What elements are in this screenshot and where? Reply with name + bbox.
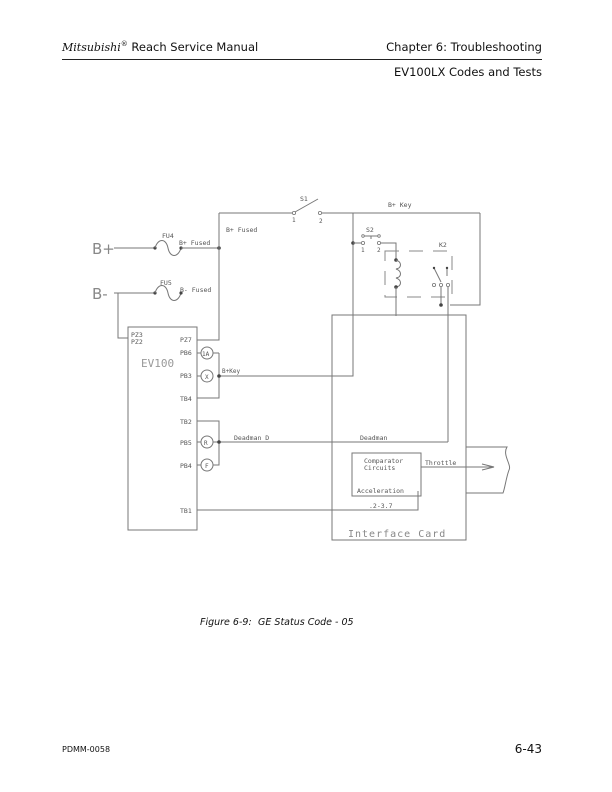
fu4-label: FU4 xyxy=(162,232,174,240)
figure-number: Figure 6-9: xyxy=(200,617,252,628)
brand-name: Mitsubishi xyxy=(62,41,121,54)
pz2-label: PZ2 xyxy=(131,338,143,346)
interface-card-label: Interface Card xyxy=(348,529,446,540)
acceleration-label: Acceleration xyxy=(357,487,404,495)
pb5-label: PB5 xyxy=(180,439,192,447)
s1-pin-2: 2 xyxy=(319,218,323,225)
coil-group-2 xyxy=(197,420,448,472)
pz7-label: PZ7 xyxy=(180,336,192,344)
pb6-label: PB6 xyxy=(180,349,192,357)
b-plus-label: B+ xyxy=(92,240,115,258)
page-number: 6-43 xyxy=(514,742,542,756)
s1-label: S1 xyxy=(300,195,308,203)
pz3-label: PZ3 xyxy=(131,331,143,339)
ev100-controller xyxy=(127,326,198,531)
s2-pin-1: 1 xyxy=(361,247,365,254)
b-plus-fused-label-1: B+ Fused xyxy=(179,239,210,247)
b-plus-key-label: B+ Key xyxy=(388,201,412,209)
interface-card xyxy=(331,314,467,541)
ev100-label: EV100 xyxy=(141,357,174,370)
b-plus-key-feed xyxy=(219,213,354,377)
header-manual-title: Mitsubishi® Reach Service Manual xyxy=(62,40,258,54)
coil-x-label: X xyxy=(205,374,209,381)
b-minus-wire xyxy=(117,293,128,339)
k2-label: K2 xyxy=(439,241,447,249)
registered-mark: ® xyxy=(120,40,128,49)
fu5-fuse xyxy=(114,285,183,301)
b-minus-label: B- xyxy=(92,285,108,303)
s1-key-switch xyxy=(219,198,480,215)
comparator-label-1: Comparator xyxy=(364,457,403,465)
chapter-title: Chapter 6: Troubleshooting xyxy=(386,40,542,54)
coil-group-1 xyxy=(197,346,221,399)
b-plus-fused-label-2: B+ Fused xyxy=(226,226,257,234)
coil-f-label: F xyxy=(205,463,209,470)
throttle-label: Throttle xyxy=(425,459,456,467)
pb3-label: PB3 xyxy=(180,372,192,380)
coil-1a-label: 1A xyxy=(202,351,210,358)
header-divider xyxy=(62,59,542,60)
tb1-label: TB1 xyxy=(180,507,192,515)
b-key-wire-label: B+Key xyxy=(222,368,240,375)
s2-switch xyxy=(353,234,397,260)
tb4-label: TB4 xyxy=(180,395,192,403)
document-id: PDMM-0058 xyxy=(62,745,111,754)
fu5-label: FU5 xyxy=(160,279,172,287)
deadman-label: Deadman xyxy=(360,434,387,442)
s1-pin-1: 1 xyxy=(292,217,296,224)
throttle-connector xyxy=(466,446,511,494)
s2-label: S2 xyxy=(366,226,374,234)
comparator-circuits xyxy=(351,452,422,497)
comparator-label-2: Circuits xyxy=(364,464,395,472)
s2-pin-2: 2 xyxy=(377,247,381,254)
k2-relay xyxy=(384,250,453,442)
pb4-label: PB4 xyxy=(180,462,192,470)
manual-title: Reach Service Manual xyxy=(131,40,259,54)
b-minus-fused-label: B- Fused xyxy=(180,286,211,294)
throttle-arrow xyxy=(421,463,495,471)
section-title: EV100LX Codes and Tests xyxy=(393,65,542,79)
figure-title: GE Status Code - 05 xyxy=(258,617,354,628)
voltage-range-label: .2-3.7 xyxy=(369,502,393,510)
tb1-wire xyxy=(197,491,419,511)
b-plus-key-wire xyxy=(450,213,481,306)
deadman-d-label: Deadman D xyxy=(234,434,269,442)
tb2-label: TB2 xyxy=(180,418,192,426)
figure-caption: Figure 6-9: GE Status Code - 05 xyxy=(200,617,354,628)
b-plus-fused-wire xyxy=(197,213,220,341)
coil-r-label: R xyxy=(204,440,208,447)
